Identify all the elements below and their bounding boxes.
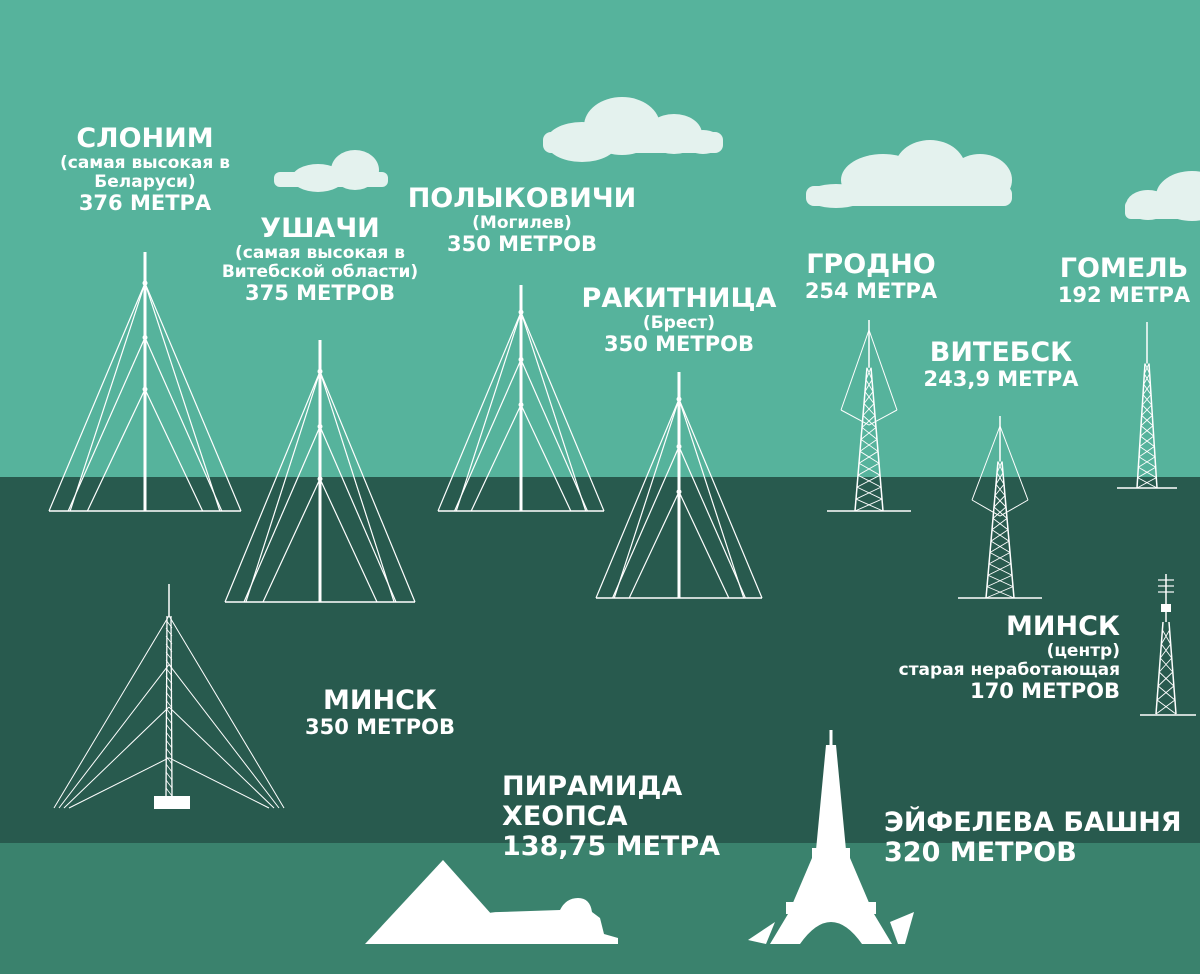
tower-note2-minsk-center: старая неработающая xyxy=(898,660,1120,681)
tower-note-rakitnitsa: (Брест) xyxy=(642,313,716,334)
cloud-4 xyxy=(1125,171,1200,221)
label-polykovichi: ПОЛЫКОВИЧИ (Могилев) 350 МЕТРОВ xyxy=(402,183,642,257)
ground-band xyxy=(0,843,1200,974)
tower-note-minsk-center: (центр) xyxy=(1046,641,1120,662)
label-cheops: ПИРАМИДА ХЕОПСА 138,75 МЕТРА xyxy=(502,771,752,863)
tower-height-rakitnitsa: 350 МЕТРОВ xyxy=(604,332,754,357)
tower-height-slonim: 376 МЕТРА xyxy=(78,191,212,216)
cloud-3 xyxy=(806,140,1012,208)
label-minsk: МИНСК 350 МЕТРОВ xyxy=(290,685,470,740)
tower-name-polykovichi: ПОЛЫКОВИЧИ xyxy=(407,183,637,214)
label-slonim: СЛОНИМ (самая высокая в Беларуси) 376 МЕ… xyxy=(50,123,240,216)
label-minsk-center: МИНСК (центр) старая неработающая 170 МЕ… xyxy=(860,611,1120,704)
cloud-1 xyxy=(274,150,388,192)
landmark-name-cheops-2: ХЕОПСА xyxy=(502,801,628,833)
tower-name-slonim: СЛОНИМ xyxy=(76,123,214,154)
landmark-height-cheops: 138,75 МЕТРА xyxy=(502,831,721,863)
label-vitebsk: ВИТЕБСК 243,9 МЕТРА xyxy=(916,337,1086,392)
tower-grodno xyxy=(827,320,911,512)
tower-ushachi xyxy=(224,340,416,603)
tower-height-ushachi: 375 МЕТРОВ xyxy=(245,281,395,306)
landmark-name-cheops-1: ПИРАМИДА xyxy=(502,771,683,802)
tower-name-grodno: ГРОДНО xyxy=(806,249,936,280)
eiffel-tower-silhouette xyxy=(748,730,914,944)
tower-name-vitebsk: ВИТЕБСК xyxy=(929,337,1073,368)
landmark-height-eiffel: 320 МЕТРОВ xyxy=(884,837,1077,869)
tower-name-gomel: ГОМЕЛЬ xyxy=(1059,253,1189,284)
tower-polykovichi xyxy=(437,285,605,512)
tower-note-polykovichi: (Могилев) xyxy=(472,213,572,234)
label-ushachi: УШАЧИ (самая высокая в Витебской области… xyxy=(210,213,430,306)
label-gomel: ГОМЕЛЬ 192 МЕТРА xyxy=(1050,253,1198,308)
tower-height-grodno: 254 МЕТРА xyxy=(804,279,938,304)
tower-height-minsk: 350 МЕТРОВ xyxy=(305,715,455,740)
tower-name-ushachi: УШАЧИ xyxy=(260,213,380,244)
tower-slonim xyxy=(48,252,242,512)
tower-vitebsk xyxy=(958,416,1042,599)
tower-height-polykovichi: 350 МЕТРОВ xyxy=(447,232,597,257)
tower-height-gomel: 192 МЕТРА xyxy=(1057,283,1191,308)
tower-note-slonim: (самая высокая в Беларуси) xyxy=(59,153,230,193)
sky-band xyxy=(0,0,1200,477)
tower-gomel xyxy=(1117,322,1177,489)
pyramid-sphinx-silhouette xyxy=(365,860,618,944)
tower-minsk-center xyxy=(1140,574,1196,716)
label-grodno: ГРОДНО 254 МЕТРА xyxy=(796,249,946,304)
tower-minsk xyxy=(53,584,285,809)
tower-name-rakitnitsa: РАКИТНИЦА xyxy=(581,283,777,314)
tower-note-ushachi: (самая высокая в Витебской области) xyxy=(221,243,419,283)
middle-band xyxy=(0,477,1200,843)
tower-height-minsk-center: 170 МЕТРОВ xyxy=(970,679,1120,704)
tower-name-minsk-center: МИНСК xyxy=(1006,611,1120,642)
label-eiffel: ЭЙФЕЛЕВА БАШНЯ 320 МЕТРОВ xyxy=(884,807,1194,869)
cloud-2 xyxy=(543,97,723,162)
tower-height-vitebsk: 243,9 МЕТРА xyxy=(923,367,1079,392)
tower-rakitnitsa xyxy=(595,372,763,599)
tower-name-minsk: МИНСК xyxy=(323,685,437,716)
landmark-name-eiffel: ЭЙФЕЛЕВА БАШНЯ xyxy=(884,807,1182,838)
label-rakitnitsa: РАКИТНИЦА (Брест) 350 МЕТРОВ xyxy=(574,283,784,357)
